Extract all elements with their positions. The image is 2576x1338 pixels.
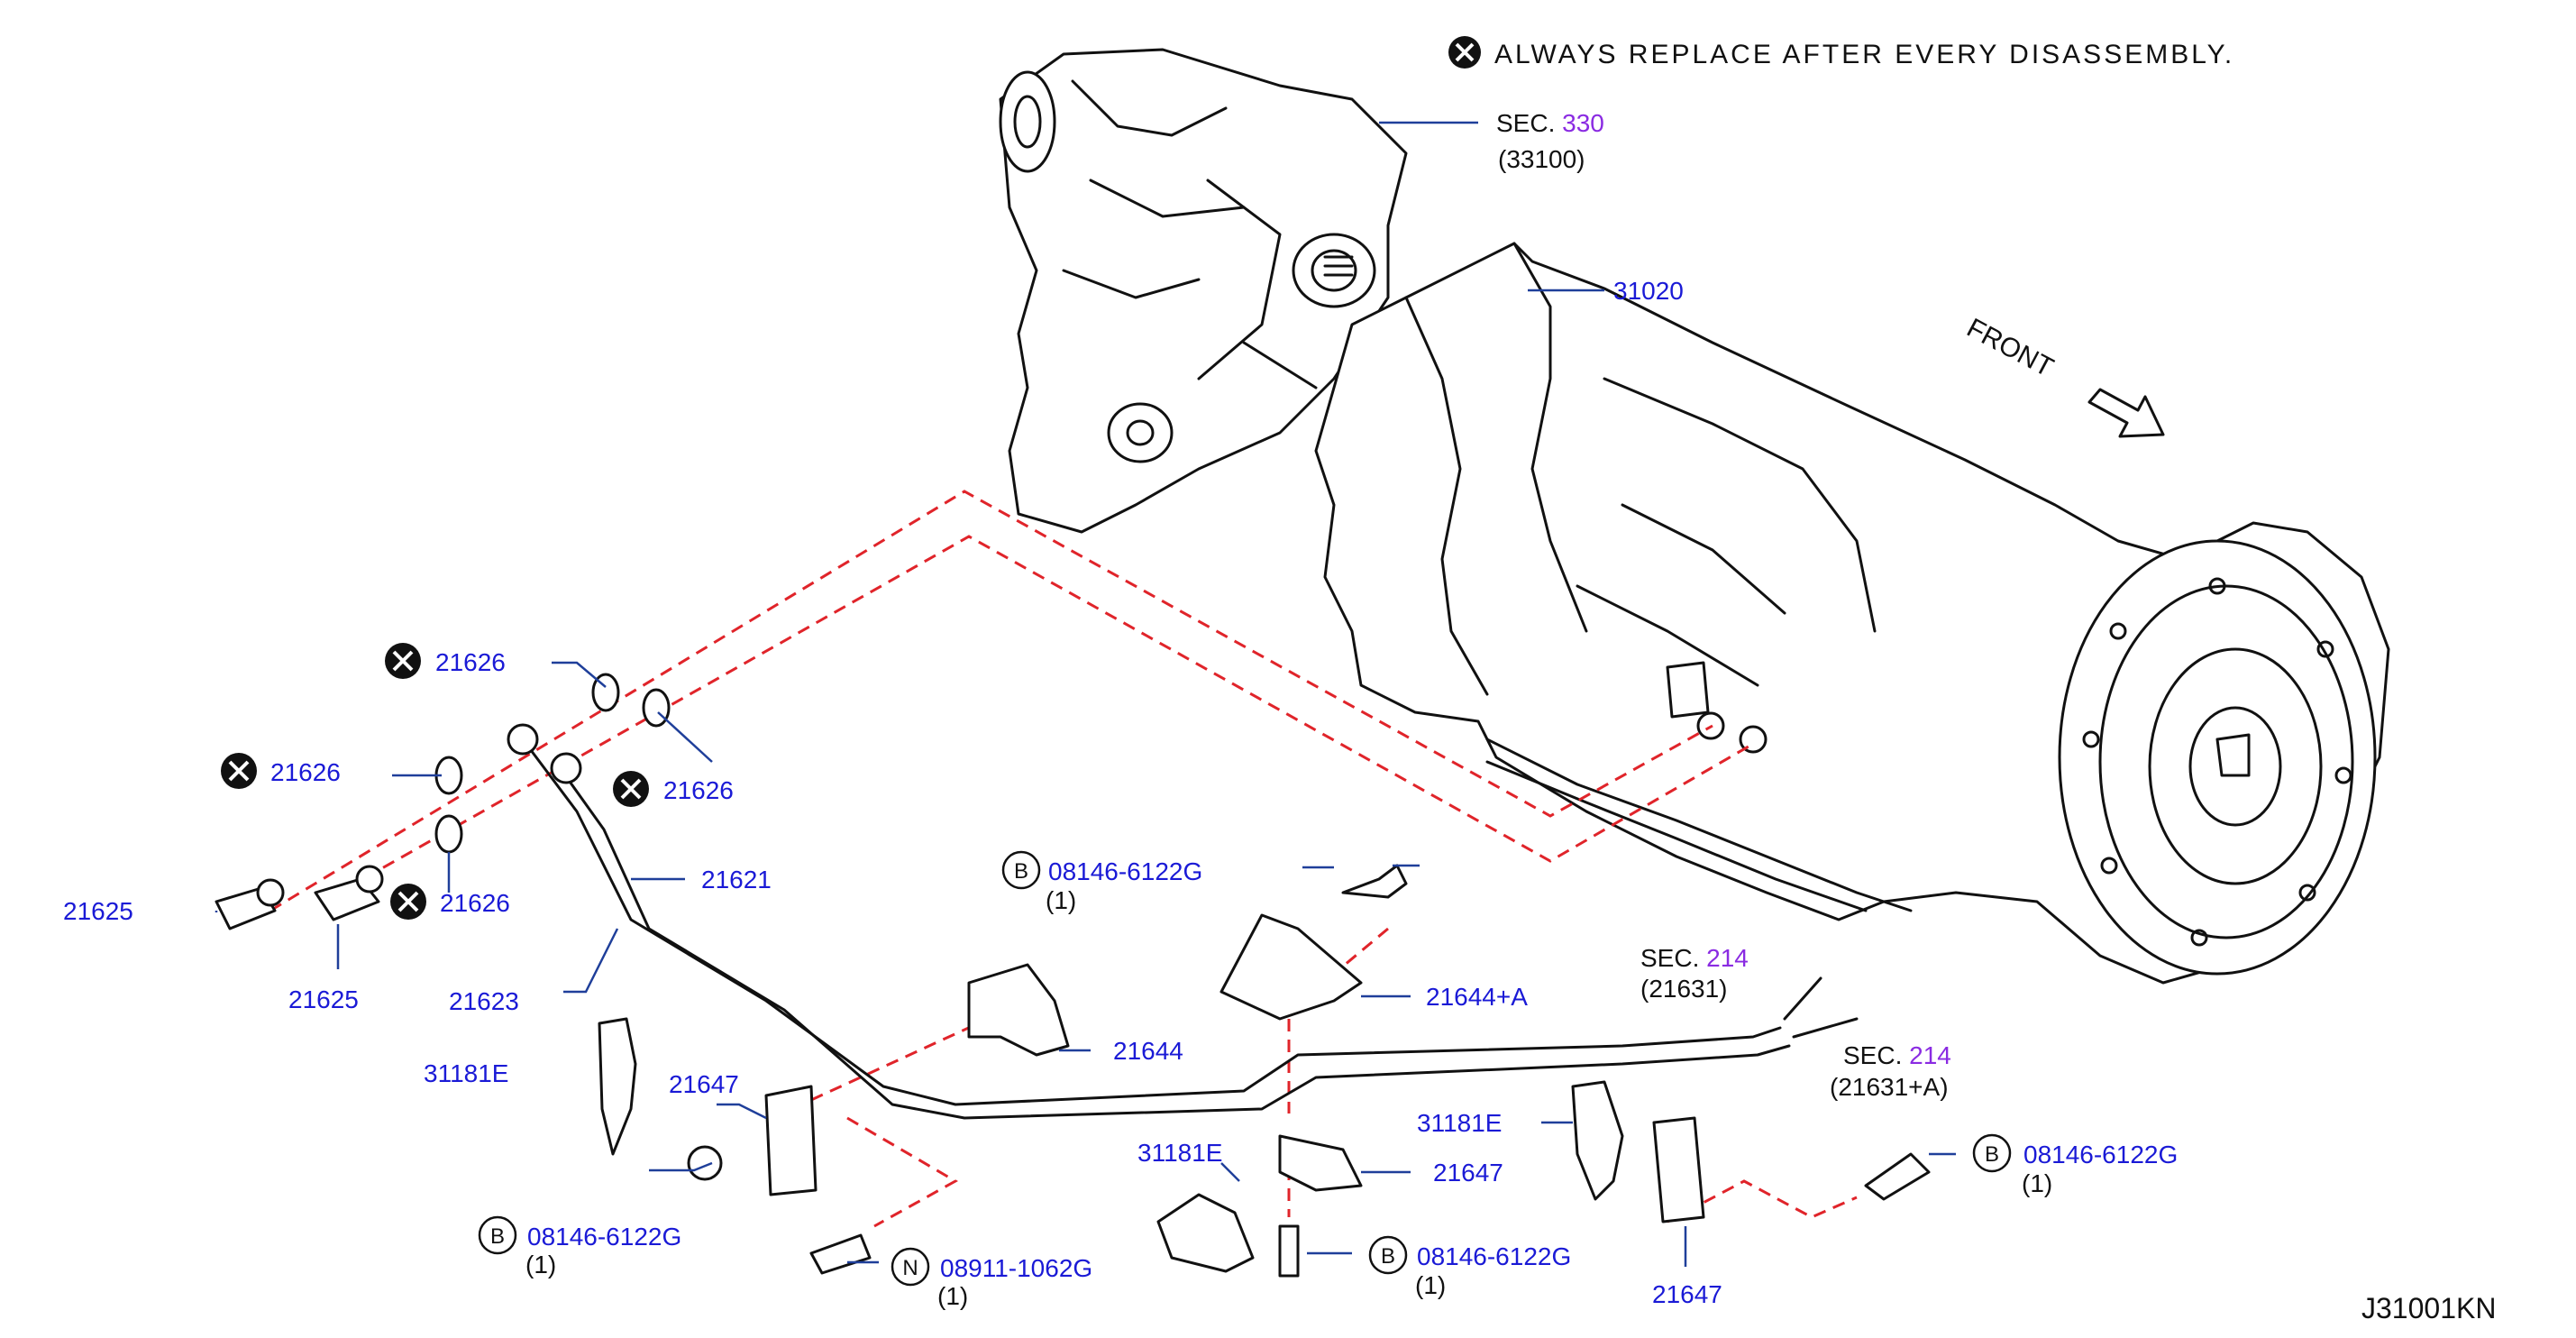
part-21626-lower: 21626 xyxy=(440,889,510,917)
svg-text:08146-6122G: 08146-6122G xyxy=(1048,857,1202,885)
svg-text:(1): (1) xyxy=(937,1282,968,1310)
clamp-21647-right xyxy=(1652,1116,1705,1223)
sec-330-label: SEC. 330 xyxy=(1496,109,1604,137)
part-21626-left: 21626 xyxy=(270,758,341,786)
clip-31181e-mid xyxy=(1156,1193,1255,1273)
part-31181e-a: 31181E xyxy=(424,1059,508,1087)
part-21644: 21644 xyxy=(1113,1037,1183,1065)
part-21647-b: 21647 xyxy=(1433,1159,1503,1187)
part-21626-top: 21626 xyxy=(435,648,506,676)
part-21623: 21623 xyxy=(449,987,519,1015)
nut-left xyxy=(687,1145,723,1181)
sec-214b-label: SEC. 214 xyxy=(1843,1041,1951,1069)
bolt-callout-top: B 08146-6122G (1) xyxy=(1001,850,1202,914)
svg-text:08146-6122G: 08146-6122G xyxy=(1417,1242,1571,1270)
transfer-case xyxy=(999,48,1408,534)
bolt-callout-left: B 08146-6122G (1) xyxy=(478,1215,681,1278)
bracket-21644a xyxy=(1219,913,1363,1021)
bolt-mid xyxy=(1278,1224,1300,1278)
nut-callout: N 08911-1062G (1) xyxy=(891,1247,1092,1310)
part-21625-a: 21625 xyxy=(63,897,133,925)
part-21647-c: 21647 xyxy=(1652,1280,1722,1308)
note-block: ALWAYS REPLACE AFTER EVERY DISASSEMBLY. xyxy=(1448,36,2234,69)
sec-330-sub: (33100) xyxy=(1498,145,1585,173)
clip-31181e-right xyxy=(1571,1080,1624,1201)
sec-arrow-a xyxy=(1783,976,1822,1021)
svg-text:B: B xyxy=(1381,1244,1395,1269)
bolt-top xyxy=(1341,864,1408,899)
sec-arrow-b xyxy=(1792,1017,1859,1039)
front-arrow: FRONT xyxy=(1962,313,2165,438)
union-bolts xyxy=(215,865,384,930)
bolt-callout-right: B 08146-6122G (1) xyxy=(1972,1133,2178,1197)
part-31181e-b: 31181E xyxy=(1417,1109,1502,1137)
sec-214b-sub: (21631+A) xyxy=(1830,1073,1949,1101)
part-21647-a: 21647 xyxy=(669,1070,739,1098)
svg-text:(1): (1) xyxy=(1415,1271,1446,1299)
washers xyxy=(434,673,671,854)
bolt-n xyxy=(809,1233,872,1275)
part-21644a: 21644+A xyxy=(1426,983,1528,1011)
svg-text:08146-6122G: 08146-6122G xyxy=(527,1223,681,1251)
bolt-right xyxy=(1864,1152,1931,1201)
note-text: ALWAYS REPLACE AFTER EVERY DISASSEMBLY. xyxy=(1494,40,2234,69)
sec-214a-label: SEC. 214 xyxy=(1640,944,1749,972)
part-21626-right: 21626 xyxy=(663,776,734,804)
svg-text:B: B xyxy=(1014,859,1028,884)
clamp-21647-left xyxy=(764,1085,818,1196)
svg-text:08911-1062G: 08911-1062G xyxy=(940,1254,1092,1282)
svg-text:(1): (1) xyxy=(1046,886,1076,914)
diagram-code: J31001KN xyxy=(2361,1292,2496,1324)
leader-lines xyxy=(215,121,1956,1267)
svg-text:B: B xyxy=(490,1224,505,1249)
svg-text:(1): (1) xyxy=(2022,1169,2052,1197)
sec-214a-sub: (21631) xyxy=(1640,975,1728,1003)
front-label: FRONT xyxy=(1962,313,2059,383)
svg-text:08146-6122G: 08146-6122G xyxy=(2023,1141,2178,1168)
svg-text:N: N xyxy=(902,1256,918,1280)
svg-text:(1): (1) xyxy=(525,1251,556,1278)
bracket-21644 xyxy=(967,963,1070,1057)
part-31020: 31020 xyxy=(1613,277,1684,305)
part-21625-b: 21625 xyxy=(288,985,359,1013)
part-31181e-c: 31181E xyxy=(1137,1139,1222,1167)
clamp-21647-mid xyxy=(1278,1134,1363,1192)
cooler-tubes xyxy=(507,723,1791,1120)
part-21621: 21621 xyxy=(701,866,772,894)
bolt-callout-mid: B 08146-6122G (1) xyxy=(1368,1235,1571,1299)
svg-text:B: B xyxy=(1985,1142,1999,1167)
transmission-case xyxy=(1314,242,2390,985)
clip-31181e-left xyxy=(598,1017,637,1156)
